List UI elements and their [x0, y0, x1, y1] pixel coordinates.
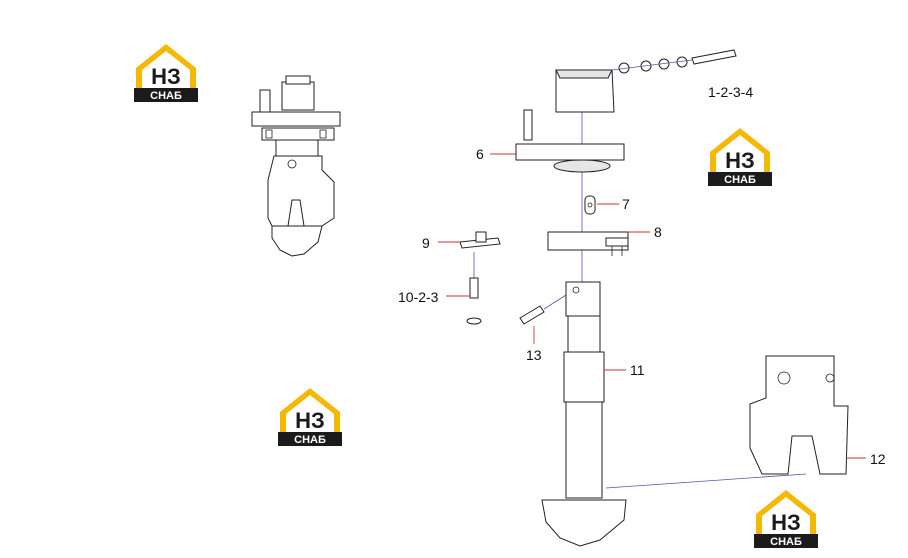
logo-sub: СНАБ — [150, 90, 182, 102]
logo-letters: НЗ — [725, 148, 755, 173]
callout-1-2-3-4: 1-2-3-4 — [708, 84, 753, 100]
part-7 — [584, 195, 596, 215]
logo-letters: НЗ — [151, 64, 181, 89]
part-11 — [541, 281, 627, 547]
callout-13: 13 — [526, 347, 542, 363]
brand-logo: НЗ СНАБ — [134, 44, 198, 102]
brand-logo: НЗ СНАБ — [754, 490, 818, 548]
part-12 — [605, 355, 849, 489]
part-9 — [459, 231, 501, 249]
logo-sub: СНАБ — [770, 536, 802, 548]
callout-10-2-3: 10-2-3 — [398, 289, 439, 305]
callout-8: 8 — [654, 224, 662, 240]
brand-logo: НЗ СНАБ — [278, 388, 342, 446]
callout-7: 7 — [622, 196, 630, 212]
callout-9: 9 — [422, 235, 430, 251]
logo-sub: СНАБ — [724, 174, 756, 186]
brand-logo: НЗ СНАБ — [708, 128, 772, 186]
callout-leaders — [438, 153, 866, 459]
callout-12: 12 — [870, 451, 886, 467]
logo-letters: НЗ — [295, 408, 325, 433]
assembled-view — [251, 75, 341, 257]
logo-sub: СНАБ — [294, 434, 326, 446]
logo-letters: НЗ — [771, 510, 801, 535]
part-1-2-3-4 — [555, 49, 737, 113]
callout-6: 6 — [476, 146, 484, 162]
exploded-assembly — [459, 49, 849, 547]
callout-11: 11 — [630, 362, 645, 378]
part-10-2-3 — [466, 252, 482, 325]
part-8 — [547, 231, 629, 256]
part-6 — [515, 109, 625, 173]
